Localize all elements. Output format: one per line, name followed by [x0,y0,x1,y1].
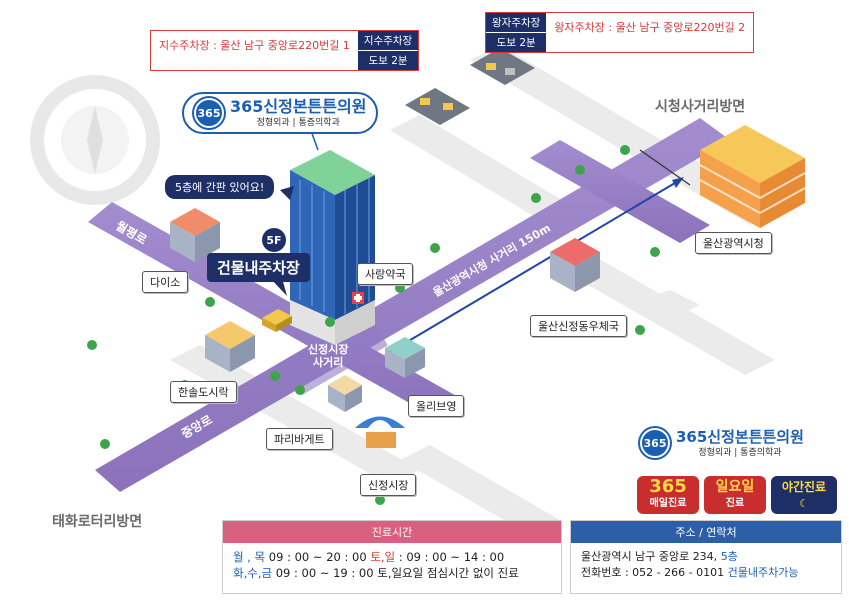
hours-row-2: 화,수,금 09 : 00 ~ 19 : 00 토,일요일 점심시간 없이 진료 [233,565,551,581]
clinic-department-bottom: 정형외과 | 통증의학과 [698,447,782,458]
road-wolpyeong [88,202,460,418]
daiso-building [170,208,220,262]
hours-row2-days: 화,수,금 [233,566,273,580]
clinic-logo-top: 365 365신정본튼튼의원 정형외과 | 통증의학과 [182,92,379,134]
compass [30,75,160,205]
intersection-line1: 신정시장 [308,343,349,356]
parking-lots [405,48,535,125]
signboard-callout: 5층에 간판 있어요! [165,175,275,199]
sign-pointer [280,186,294,200]
badge-365-top: 365 [649,476,687,497]
distance-arrow-line [384,179,681,356]
parking-wangja-sign: 왕자주차장 도보 2분 왕자주차장 : 울산 남구 중앙로220번길 2 [485,12,755,53]
contact-address-floor: 5층 [720,550,738,563]
hours-row1-days: 월 , 목 [233,550,266,564]
badge-night: 야간진료 ☾ [771,476,837,514]
hours-panel: 진료시간 월 , 목 09 : 00 ~ 20 : 00 토,일 : 09 : … [222,520,562,594]
hours-row1-weekend-time: : 09 : 00 ~ 14 : 00 [395,550,505,564]
intersection-line2: 사거리 [313,356,344,369]
road-jungang-diagonal [95,118,730,492]
moon-icon: ☾ [799,497,809,510]
post-office-building [550,238,600,292]
badge-sunday: 일요일 진료 [704,476,766,514]
contact-body: 울산광역시 남구 중앙로 234, 5층 전화번호 : 052 - 266 - … [571,543,841,587]
contact-address: 울산광역시 남구 중앙로 234, [581,550,721,563]
olive-building [385,337,425,378]
clinic-name-bottom: 365신정본튼튼의원 [676,427,804,446]
clinic-logo-mark: 365 [194,98,224,128]
hours-row2-time: 09 : 00 ~ 19 : 00 [272,566,378,580]
direction-city-hall: 시청사거리방면 [655,99,746,115]
parking-wangja-name: 왕자주차장 [492,17,541,29]
floor-badge: 5F [262,228,286,252]
intersection-label: 신정시장 사거리 [308,343,348,369]
parking-wangja-text: 왕자주차장 : 울산 남구 중앙로220번길 2 [554,21,746,34]
paris-building [328,375,362,412]
hours-row-1: 월 , 목 09 : 00 ~ 20 : 00 토,일 : 09 : 00 ~ … [233,549,551,565]
parking-jisu-name: 지수주차장 [363,35,413,47]
hansol-building [205,321,255,372]
contact-panel: 주소 / 연락처 울산광역시 남구 중앙로 234, 5층 전화번호 : 052… [570,520,842,594]
building-parking-callout: 건물내주차장 [207,253,310,282]
place-hansol: 한솔도시락 [170,381,237,403]
roads [88,118,730,492]
badge-365: 365 매일진료 [637,476,699,514]
car-icon [262,309,292,332]
direction-rotary: 태화로터리방면 [52,514,143,530]
hours-row1-weekend: 토,일 [370,550,396,564]
parking-pointer [270,278,287,296]
badge-365-bottom: 매일진료 [649,498,687,509]
hours-row1-time: 09 : 00 ~ 20 : 00 [265,550,371,564]
badge-sunday-top: 일요일 [715,479,755,495]
hours-body: 월 , 목 09 : 00 ~ 20 : 00 토,일 : 09 : 00 ~ … [223,543,561,587]
place-market: 신정시장 [360,474,417,496]
road-city-hall-branch [530,140,710,243]
clinic-name: 365신정본튼튼의원 [230,96,367,116]
clinic-building [290,150,375,345]
contact-parking: 건물내주차가능 [727,566,799,579]
clinic-logo-mark-bottom: 365 [640,428,670,458]
contact-phone: 전화번호 : 052 - 266 - 0101 [581,566,728,579]
contact-phone-row: 전화번호 : 052 - 266 - 0101 건물내주차가능 [581,565,831,581]
place-city-hall: 울산광역시청 [695,232,772,254]
parking-wangja-tag: 왕자주차장 도보 2분 [486,13,547,52]
clinic-department: 정형외과 | 통증의학과 [256,117,340,128]
contact-address-row: 울산광역시 남구 중앙로 234, 5층 [581,549,831,565]
parking-jisu-tag: 지수주차장 도보 2분 [357,31,419,70]
clinic-logo-bottom: 365 365신정본튼튼의원 정형외과 | 통증의학과 [640,428,804,458]
distance-arrow-head [672,177,684,188]
place-olive: 올리브영 [408,395,465,417]
hours-row2-note: 토,일요일 점심시간 없이 진료 [377,566,519,580]
buildings [170,125,806,448]
parking-wangja-walk: 도보 2분 [486,32,547,52]
badge-night-label: 야간진료 [781,480,827,494]
place-paris: 파리바게트 [266,428,333,450]
market-umbrella [355,416,405,448]
city-hall-building [699,125,806,228]
hours-header: 진료시간 [223,521,561,543]
place-pharmacy: 사랑약국 [357,263,414,285]
parking-jisu-sign: 지수주차장 : 울산 남구 중앙로220번길 1 지수주차장 도보 2분 [150,30,420,71]
place-post-office: 울산신정동우체국 [530,315,627,337]
parking-jisu-text: 지수주차장 : 울산 남구 중앙로220번길 1 [159,39,350,52]
place-daiso: 다이소 [142,271,189,293]
trees [87,145,660,505]
parking-jisu-walk: 도보 2분 [357,50,419,70]
contact-header: 주소 / 연락처 [571,521,841,543]
badge-sunday-bottom: 진료 [725,498,745,509]
